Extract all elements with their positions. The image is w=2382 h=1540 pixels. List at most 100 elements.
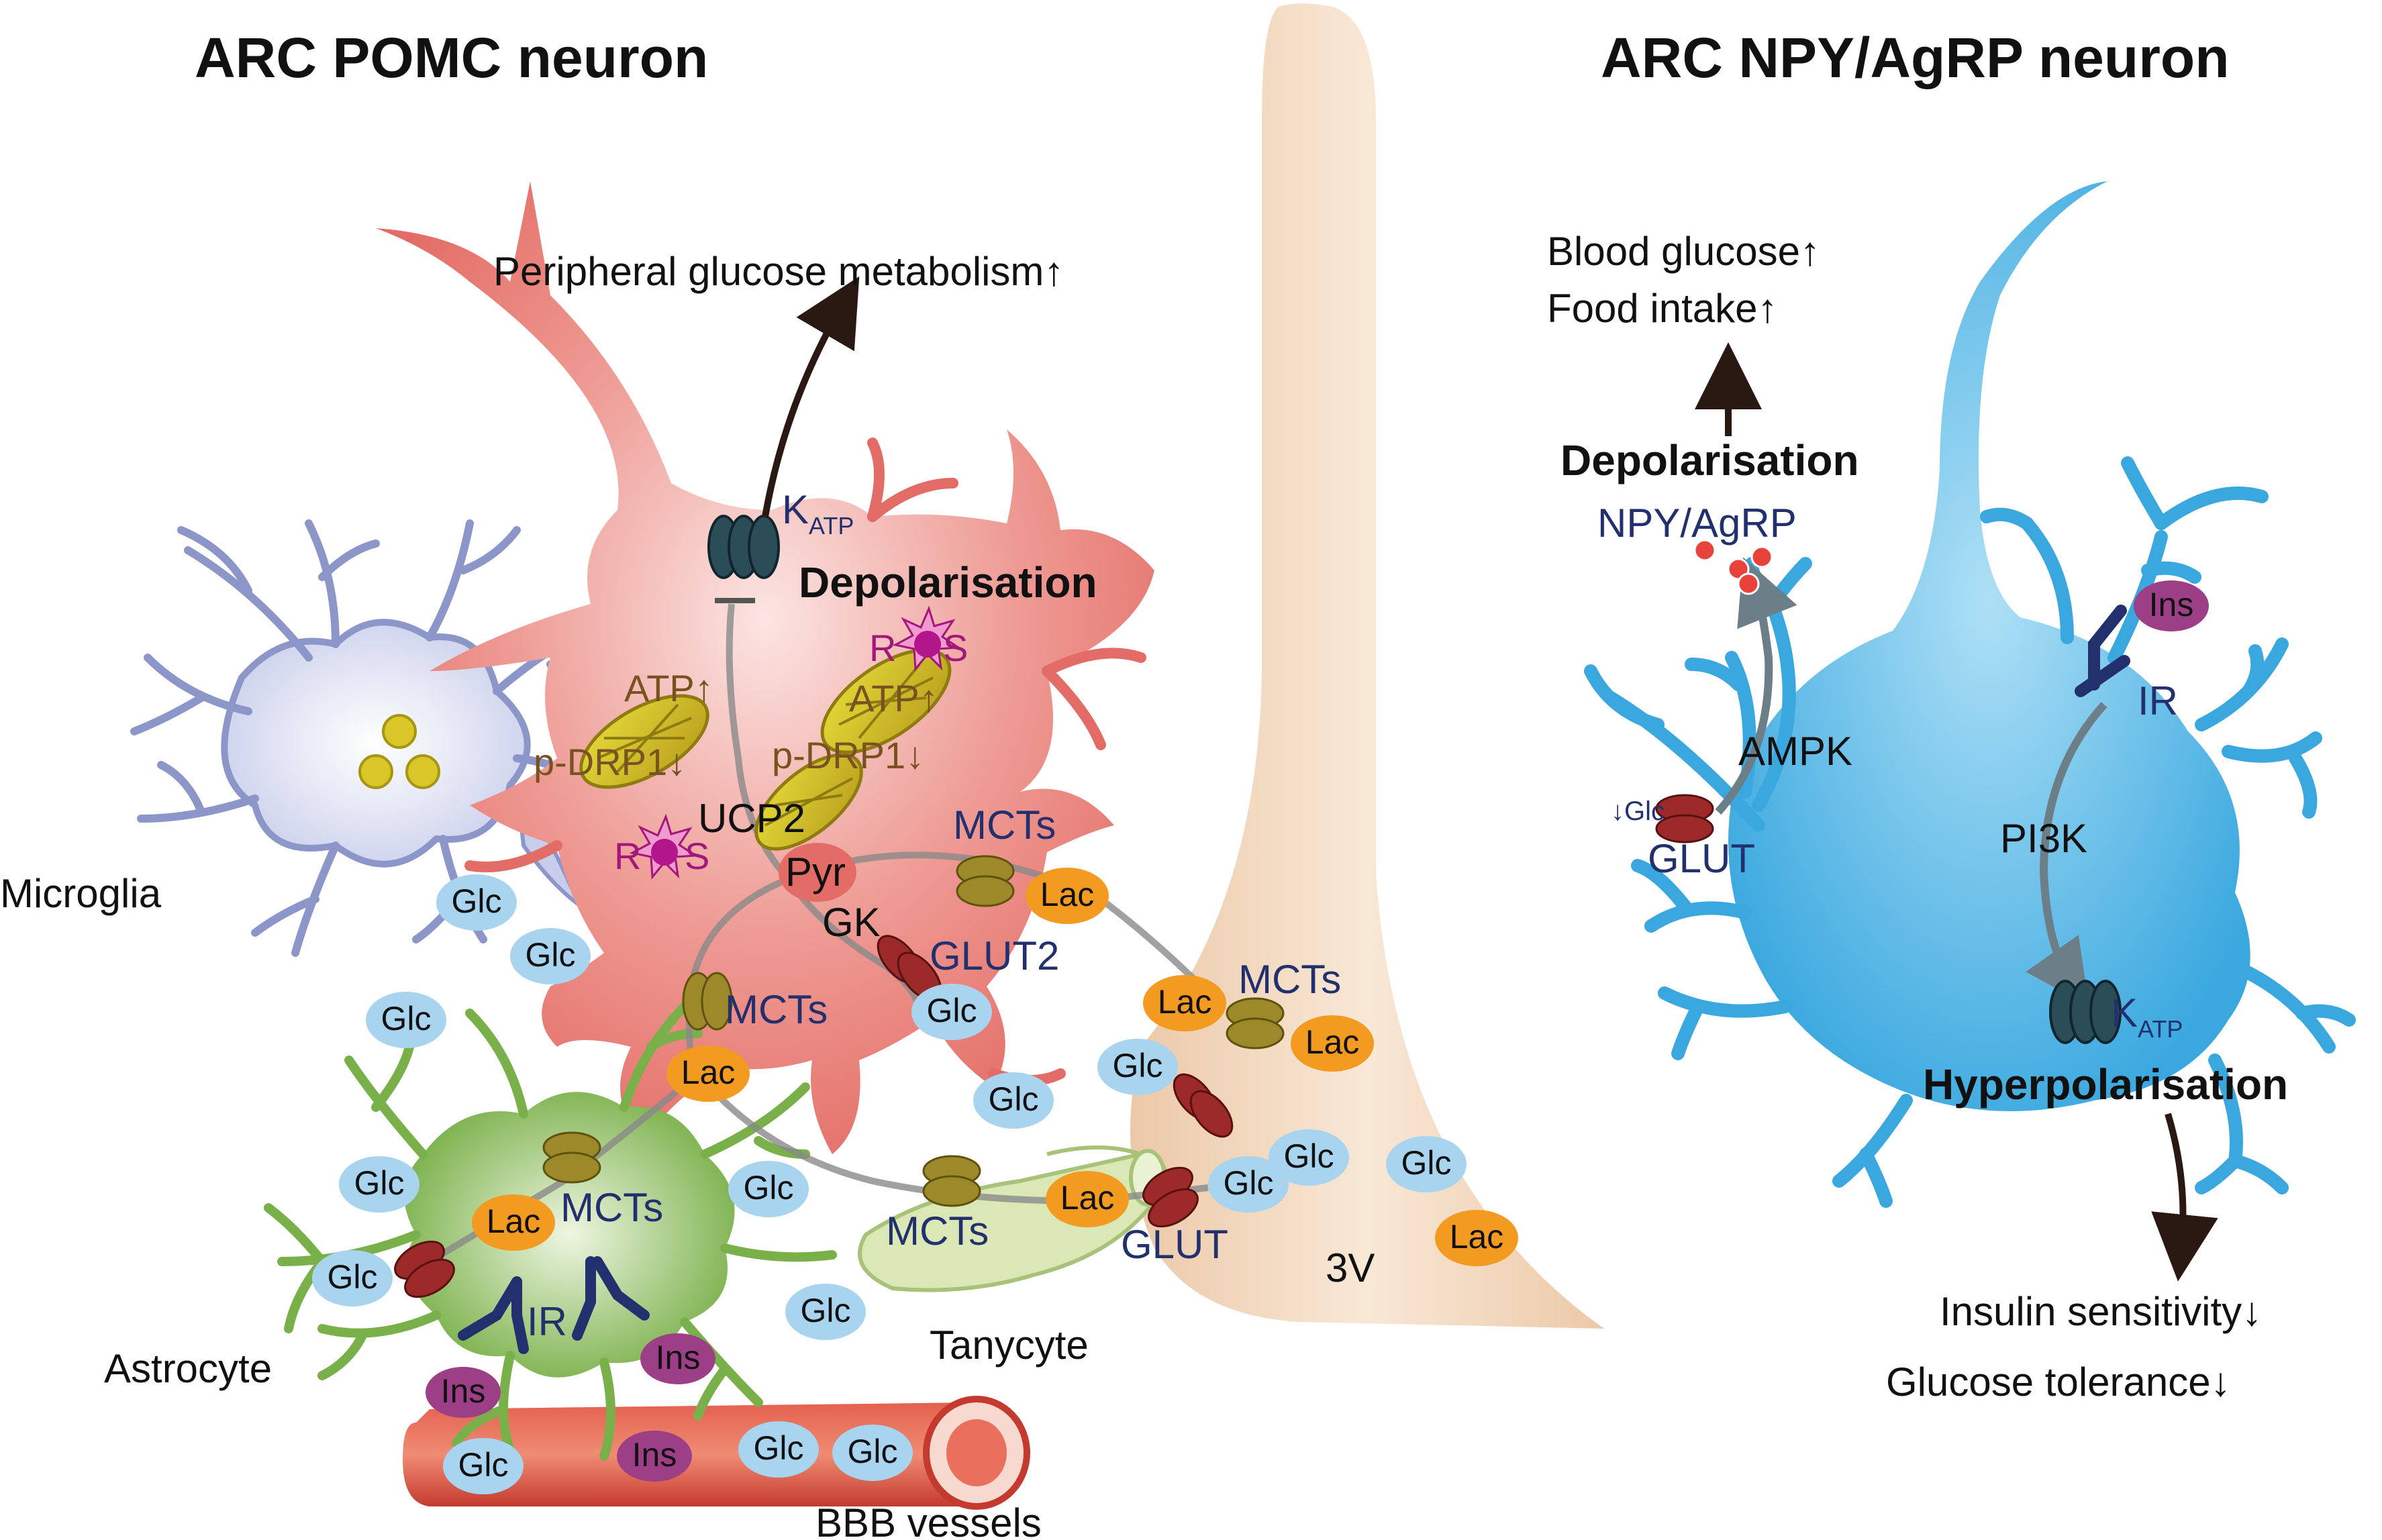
pomc-outcome-label: Peripheral glucose metabolism↑ xyxy=(493,249,1064,294)
microglia-label: Microglia xyxy=(0,871,162,916)
glut-label-npy: GLUT xyxy=(1648,836,1755,881)
svg-text:Ins: Ins xyxy=(632,1436,677,1474)
lac-oval: Lac xyxy=(1435,1210,1518,1266)
glc-oval: Glc xyxy=(510,928,591,984)
hyperpolarisation-label: Hyperpolarisation xyxy=(1923,1060,2288,1109)
svg-text:Lac: Lac xyxy=(487,1202,541,1240)
svg-text:Glc: Glc xyxy=(848,1433,898,1470)
svg-text:Glc: Glc xyxy=(458,1446,509,1484)
glc-oval: Glc xyxy=(911,984,992,1040)
mcts-label-tanycyte: MCTs xyxy=(886,1209,989,1253)
mcts-label-right: MCTs xyxy=(1238,957,1341,1002)
svg-text:Glc: Glc xyxy=(989,1080,1039,1118)
ir-receptor-astrocyte-2 xyxy=(572,1256,650,1341)
svg-text:Ins: Ins xyxy=(441,1372,486,1410)
ir-receptor-astrocyte-1 xyxy=(458,1276,529,1354)
glc-oval: Glc xyxy=(785,1284,866,1340)
atp-label-1: ATP↑ xyxy=(624,667,713,709)
tanycyte-label: Tanycyte xyxy=(930,1323,1089,1368)
lac-oval: Lac xyxy=(666,1045,750,1102)
glc-oval: Glc xyxy=(339,1156,419,1213)
ins-oval: Ins xyxy=(426,1367,501,1418)
mcts-label-mid: MCTs xyxy=(725,987,828,1032)
ros-star-2 xyxy=(629,813,699,880)
svg-text:Glc: Glc xyxy=(1224,1164,1274,1202)
katp-channel-npy xyxy=(2049,980,2122,1044)
glc-oval: Glc xyxy=(1208,1156,1289,1213)
glut-label-tanycyte: GLUT xyxy=(1121,1222,1228,1267)
pomc-title: ARC POMC neuron xyxy=(195,26,708,89)
glut-transporter-astrocyte xyxy=(394,1240,455,1298)
ir-receptor-npy xyxy=(2075,605,2130,697)
svg-text:Glc: Glc xyxy=(381,1000,432,1037)
bbb-label: BBB vessels xyxy=(815,1500,1042,1540)
glut2-label: GLUT2 xyxy=(930,933,1059,978)
mct-transporter-astrocyte xyxy=(542,1131,601,1184)
pyr-label: Pyr xyxy=(785,850,846,894)
ros-label-2-left: R xyxy=(614,835,641,877)
svg-text:Glc: Glc xyxy=(526,936,576,974)
third-ventricle xyxy=(1130,3,1604,1329)
pdrp1-label-1: p-DRP1↓ xyxy=(534,741,686,783)
svg-text:Lac: Lac xyxy=(1040,876,1095,913)
glc-oval: Glc xyxy=(366,992,446,1048)
ros-label-2-right: S xyxy=(685,835,709,877)
third-ventricle-label: 3V xyxy=(1326,1245,1375,1290)
lac-oval: Lac xyxy=(1143,975,1226,1031)
svg-text:Glc: Glc xyxy=(452,882,502,920)
glc-oval: Glc xyxy=(312,1250,393,1306)
atp-label-2: ATP↑ xyxy=(849,677,938,719)
lac-oval: Lac xyxy=(1291,1015,1374,1072)
svg-text:Glc: Glc xyxy=(1284,1137,1334,1175)
ir-label-astrocyte: IR xyxy=(527,1299,567,1344)
svg-text:Glc: Glc xyxy=(1113,1047,1163,1084)
pyruvate-node xyxy=(779,843,856,902)
mitochondrion-2 xyxy=(820,648,952,754)
glut-transporter-npy xyxy=(1655,794,1714,843)
glc-oval: Glc xyxy=(436,874,517,931)
katp-sub-npy: ATP xyxy=(2138,1015,2183,1043)
npy-outcome-2: Food intake↑ xyxy=(1547,286,1778,331)
astrocyte-label: Astrocyte xyxy=(104,1346,272,1391)
katp-label-npy: KATP xyxy=(2111,990,2183,1043)
glc-small-label: ↓Glc xyxy=(1611,797,1665,826)
svg-text:Ins: Ins xyxy=(656,1339,701,1376)
pi3k-pathway-arrow xyxy=(2026,701,2107,1007)
glc-oval: Glc xyxy=(443,1438,524,1494)
npy-agrp-label: NPY/AgRP xyxy=(1597,501,1797,546)
glc-oval: Glc xyxy=(728,1161,809,1217)
katp-main: K xyxy=(782,487,809,532)
mct-transporter-right xyxy=(1226,997,1285,1049)
ins-oval: Ins xyxy=(640,1333,715,1384)
mcts-label-astrocyte: MCTs xyxy=(560,1185,663,1230)
svg-text:Lac: Lac xyxy=(1060,1179,1115,1217)
lac-oval: Lac xyxy=(472,1194,555,1251)
mct-transporter-mid xyxy=(682,972,733,1031)
svg-text:Glc: Glc xyxy=(328,1258,378,1296)
glut-transporter-tanycyte xyxy=(1142,1166,1199,1228)
glut-transporter-free xyxy=(1173,1073,1234,1138)
glc-oval: Glc xyxy=(973,1072,1054,1129)
microglia-cell xyxy=(130,519,622,957)
svg-text:Glc: Glc xyxy=(927,992,977,1029)
svg-text:Lac: Lac xyxy=(1158,983,1212,1021)
katp-label-pomc: KATP xyxy=(782,487,854,540)
ampk-pathway-arrow xyxy=(1715,557,1797,815)
mitochondrion-1 xyxy=(579,694,709,789)
npy-title: ARC NPY/AgRP neuron xyxy=(1601,26,2230,89)
svg-text:Lac: Lac xyxy=(1450,1218,1504,1255)
pomc-depolarisation-label: Depolarisation xyxy=(799,558,1097,607)
ins-oval: Ins xyxy=(617,1431,692,1482)
svg-text:Lac: Lac xyxy=(1305,1023,1360,1061)
svg-text:Glc: Glc xyxy=(801,1292,851,1329)
gk-label: GK xyxy=(822,900,881,945)
npy-outcome-1: Blood glucose↑ xyxy=(1547,229,1820,274)
lac-oval: Lac xyxy=(1046,1171,1129,1227)
ins-oval: Ins xyxy=(2134,580,2209,631)
lac-oval: Lac xyxy=(1026,868,1109,924)
svg-text:Glc: Glc xyxy=(1401,1144,1452,1182)
npy-effect-2: Glucose tolerance↓ xyxy=(1886,1359,2231,1404)
npy-hyperpol-arrow xyxy=(2151,1113,2218,1282)
glc-oval: Glc xyxy=(738,1421,819,1478)
mct-transporter-tanycyte xyxy=(922,1155,981,1207)
